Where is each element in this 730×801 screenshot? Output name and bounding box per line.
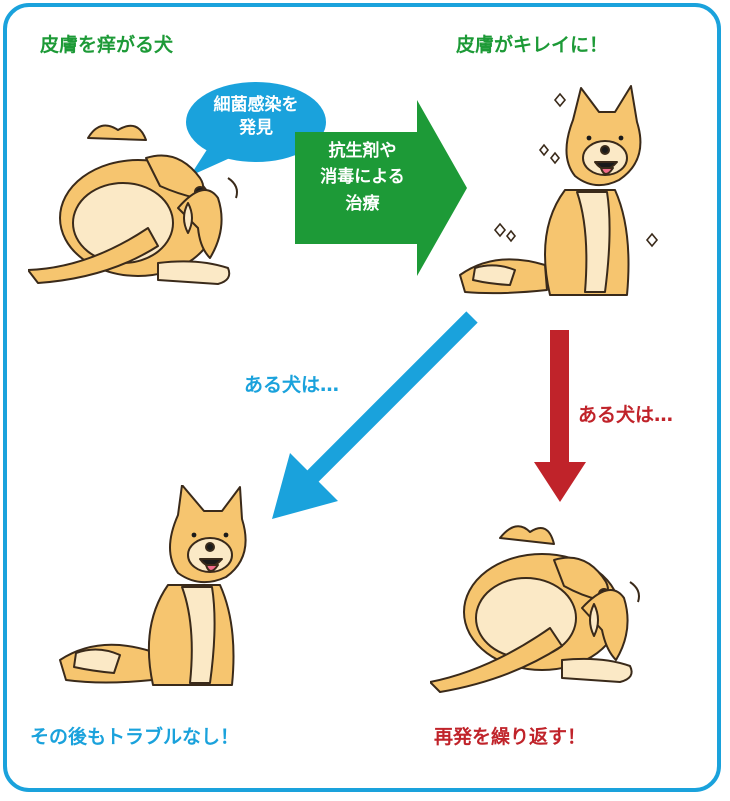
scratching-dog-top [28,124,238,285]
treatment-line-1: 抗生剤や [328,141,397,161]
branch-arrow-left [272,311,478,519]
bubble-line-1: 細菌感染を [213,95,299,115]
sparkle-icon [493,92,659,248]
healthy-dog-bottom [59,485,247,686]
speech-bubble [186,82,326,176]
branch-left-label: ある犬は… [244,374,340,396]
treatment-text: 抗生剤や 消毒による 治療 [300,138,425,217]
branch-right-label: ある犬は… [578,404,674,426]
itchy-dog-title: 皮膚を痒がる犬 [40,34,174,56]
treatment-line-2: 消毒による [320,167,405,188]
bubble-text: 細菌感染を 発見 [196,94,316,140]
treatment-line-3: 治療 [345,193,380,214]
no-trouble-caption: その後もトラブルなし！ [30,726,240,748]
bubble-line-2: 発見 [239,117,273,138]
treatment-arrow [295,100,467,276]
happy-dog-top [459,85,659,296]
branch-arrow-right [534,330,586,502]
recurrence-caption: 再発を繰り返す！ [434,726,587,748]
scratching-dog-bottom [430,525,640,693]
outer-frame [3,3,721,792]
clean-skin-title: 皮膚がキレイに！ [456,34,609,56]
